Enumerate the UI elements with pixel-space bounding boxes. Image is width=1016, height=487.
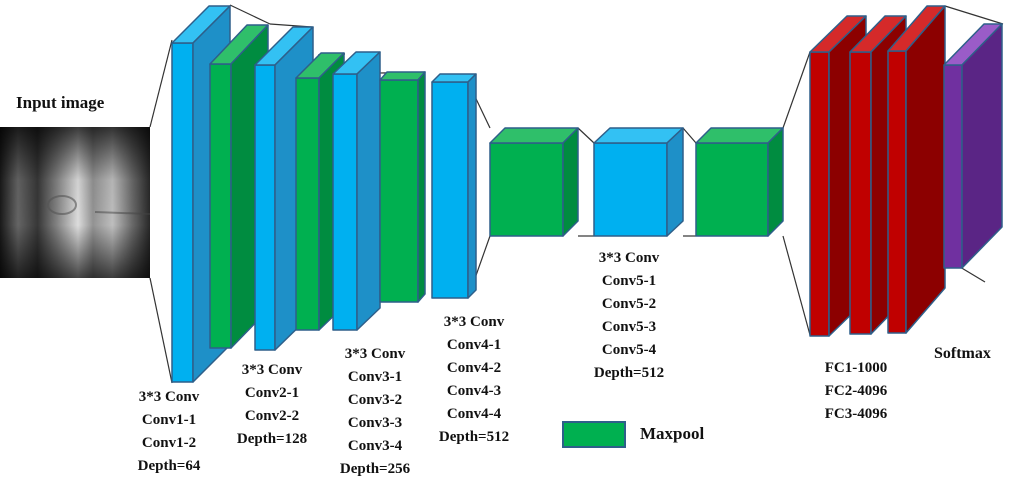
conv3-label-line: Depth=256 [339, 461, 411, 477]
conv1-label-line: Conv1-1 [141, 412, 197, 428]
pool5 [695, 127, 784, 237]
conv1-label-line: 3*3 Conv [138, 389, 200, 405]
conv4-label-line: Conv4-1 [446, 337, 502, 353]
conv1-label: 3*3 Conv Conv1-1 Conv1-2 Depth=64 [138, 386, 201, 478]
conv4-label: 3*3 Conv Conv4-1 Conv4-2 Conv4-3 Conv4-4… [439, 311, 509, 449]
fc-label-line: FC2-4096 [824, 383, 888, 399]
conv5-label-line: Conv5-3 [601, 319, 657, 335]
conv2-label-line: Depth=128 [236, 431, 308, 447]
maxpool-legend-swatch [562, 421, 626, 448]
conv4-label-line: Conv4-2 [446, 360, 502, 376]
input-image-label: Input image [16, 93, 105, 112]
softmax-label: Softmax [934, 345, 991, 362]
conv4-label-line: Conv4-3 [446, 383, 502, 399]
conv4-label-line: Depth=512 [438, 429, 510, 445]
pool4 [489, 127, 579, 237]
conv3-label-line: Conv3-3 [347, 415, 403, 431]
fc-label: FC1-1000 FC2-4096 FC3-4096 [825, 357, 888, 426]
input-image [0, 127, 151, 278]
conv2-label-line: Conv2-1 [244, 385, 300, 401]
conv4-layer-a [431, 73, 477, 299]
conv3-label: 3*3 Conv Conv3-1 Conv3-2 Conv3-3 Conv3-4… [340, 343, 410, 481]
conv3-label-line: 3*3 Conv [344, 346, 406, 362]
conv1-label-line: Conv1-2 [141, 435, 197, 451]
conv5-label-line: 3*3 Conv [598, 250, 660, 266]
conv5-label: 3*3 Conv Conv5-1 Conv5-2 Conv5-3 Conv5-4… [594, 247, 664, 385]
conv5-label-line: Conv5-2 [601, 296, 657, 312]
fc-label-line: FC1-1000 [824, 360, 888, 376]
conv5-label-line: Conv5-4 [601, 342, 657, 358]
fc-label-line: FC3-4096 [824, 406, 888, 422]
fc3-layer [887, 5, 946, 334]
conv3-label-line: Conv3-4 [347, 438, 403, 454]
conv5-block [593, 127, 684, 237]
maxpool-legend-label: Maxpool [640, 424, 705, 443]
conv4-label-line: 3*3 Conv [443, 314, 505, 330]
conv2-label-line: 3*3 Conv [241, 362, 303, 378]
conv5-label-line: Conv5-1 [601, 273, 657, 289]
conv2-label: 3*3 Conv Conv2-1 Conv2-2 Depth=128 [237, 359, 307, 451]
softmax-layer [943, 23, 1003, 269]
conv3-layer-a [332, 51, 381, 331]
conv5-label-line: Depth=512 [593, 365, 665, 381]
conv2-label-line: Conv2-2 [244, 408, 300, 424]
conv3-label-line: Conv3-2 [347, 392, 403, 408]
conv4-label-line: Conv4-4 [446, 406, 502, 422]
conv3-label-line: Conv3-1 [347, 369, 403, 385]
conv1-label-line: Depth=64 [137, 458, 201, 474]
pool3 [379, 71, 426, 303]
